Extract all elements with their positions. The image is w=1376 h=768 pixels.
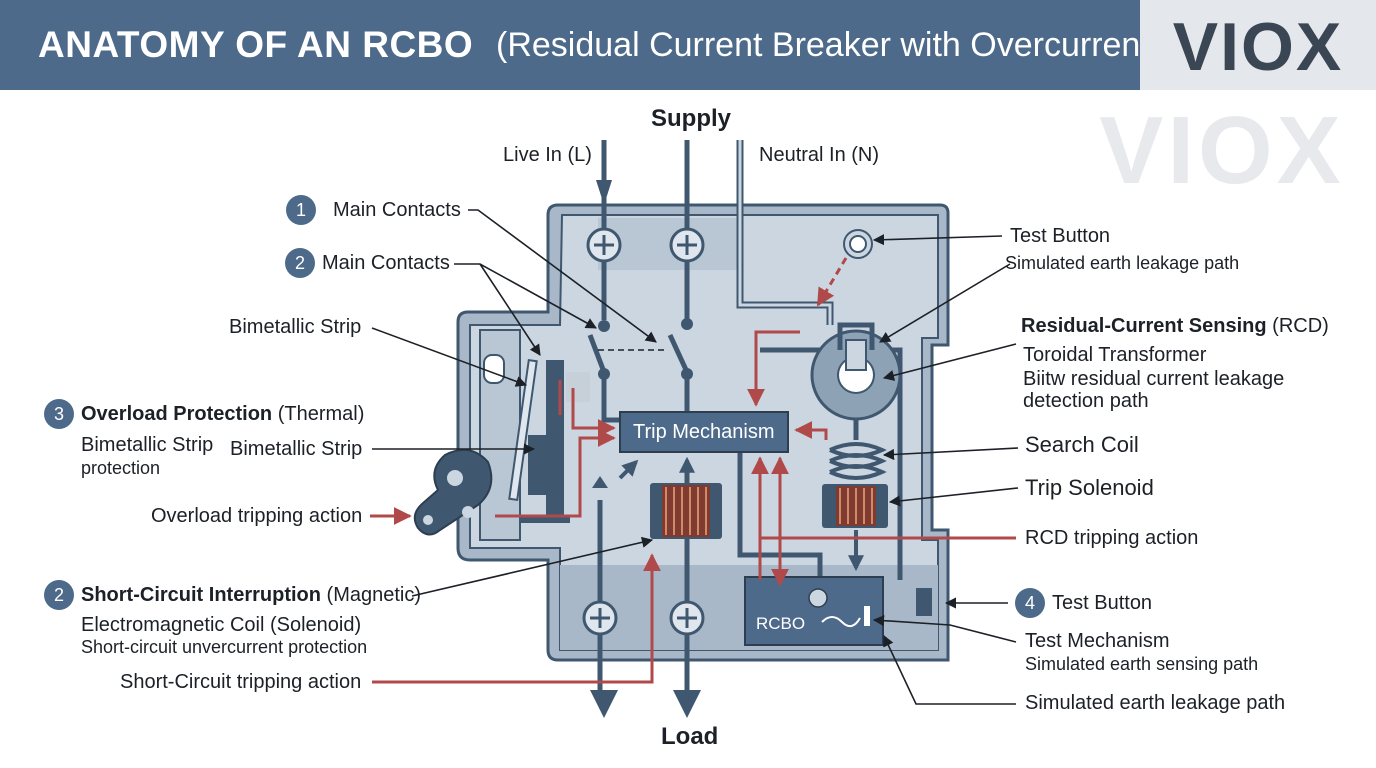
main-contacts (587, 318, 693, 380)
page-title: ANATOMY OF AN RCBO (38, 24, 474, 65)
badge-4: 4 (1015, 588, 1045, 618)
short-circuit-action-label: Short-Circuit tripping action (120, 671, 362, 693)
rcd-suffix: (RCD) (1272, 315, 1329, 337)
terminal-neutral-out (669, 600, 705, 636)
rcbo-module (744, 576, 884, 646)
terminals (582, 227, 705, 636)
toroidal-desc-1: Biitw residual current leakage (1023, 368, 1285, 390)
short-circuit-title: Short-Circuit Interruption (81, 584, 321, 606)
toroidal-transformer (810, 322, 902, 421)
test-button-top-icon (843, 229, 873, 259)
test-button-top-label: Test Button (1010, 225, 1111, 247)
terminal-neutral-in (669, 227, 705, 263)
overload-desc-1: Bimetallic Strip (81, 434, 214, 456)
toroidal-label: Toroidal Transformer (1023, 344, 1207, 366)
test-button-side-icon (916, 588, 932, 616)
simulated-path-top-label: Simulated earth leakage path (1005, 253, 1240, 273)
electromagnetic-coil (650, 483, 722, 539)
badge-1: 1 (286, 195, 316, 225)
test-button-4-label: Test Button (1052, 592, 1153, 614)
supply-label: Supply (651, 105, 732, 132)
load-label: Load (661, 723, 719, 750)
live-in-label: Live In (L) (503, 144, 592, 166)
trip-solenoid-label: Trip Solenoid (1025, 475, 1154, 500)
bimetallic-strip-label-top: Bimetallic Strip (229, 316, 362, 338)
rcd-title: Residual-Current Sensing (1021, 315, 1267, 337)
overload-suffix: (Thermal) (277, 403, 365, 425)
overload-action-label: Overload tripping action (151, 505, 363, 527)
simulated-path-bottom-label: Simulated earth leakage path (1025, 692, 1286, 714)
logo-box: VIOX (1140, 0, 1376, 90)
short-circuit-heading: Short-Circuit Interruption (Magnetic) (81, 584, 421, 606)
watermark: VIOX (1099, 97, 1345, 204)
overload-title: Overload Protection (81, 403, 273, 425)
short-circuit-desc-2: Short-circuit unvercurrent protection (81, 637, 368, 657)
supply-arrows (590, 180, 701, 718)
overload-desc-2: protection (81, 458, 161, 478)
trip-solenoid (822, 484, 888, 528)
overload-heading: Overload Protection (Thermal) (81, 403, 364, 425)
test-mechanism-label: Test Mechanism (1025, 630, 1170, 652)
trip-mechanism-box (619, 411, 789, 453)
main-contacts-label-2: Main Contacts (322, 252, 450, 274)
terminal-live-in (586, 227, 622, 263)
main-contacts-label-1: Main Contacts (333, 199, 461, 221)
search-coil (829, 442, 887, 480)
rcd-heading: Residual-Current Sensing (RCD) (1021, 315, 1329, 337)
red-arrows (370, 257, 1016, 684)
test-mechanism-desc: Simulated earth sensing path (1025, 654, 1259, 674)
short-circuit-suffix: (Magnetic) (326, 584, 422, 606)
logo: VIOX (1172, 9, 1344, 85)
badge-2b: 2 (44, 580, 74, 610)
rcbo-label: RCBO (756, 614, 806, 633)
badge-2a: 2 (285, 248, 315, 278)
neutral-in-label: Neutral In (N) (759, 144, 880, 166)
overload-lever (413, 448, 493, 536)
bimetallic-strip-label-mid: Bimetallic Strip (230, 438, 363, 460)
trip-mechanism-label: Trip Mechanism (633, 421, 775, 443)
search-coil-label: Search Coil (1025, 432, 1139, 457)
title-bar: ANATOMY OF AN RCBO (Residual Current Bre… (0, 0, 1161, 90)
leader-lines (371, 209, 1019, 705)
internal-arrows (618, 456, 864, 572)
toroidal-desc-2: detection path (1023, 390, 1149, 412)
short-circuit-desc-1: Electromagnetic Coil (Solenoid) (81, 614, 362, 636)
rcd-action-label: RCD tripping action (1025, 527, 1199, 549)
badge-3: 3 (44, 399, 74, 429)
page-subtitle: (Residual Current Breaker with Overcurre… (496, 26, 1162, 64)
terminal-live-out (582, 600, 618, 636)
